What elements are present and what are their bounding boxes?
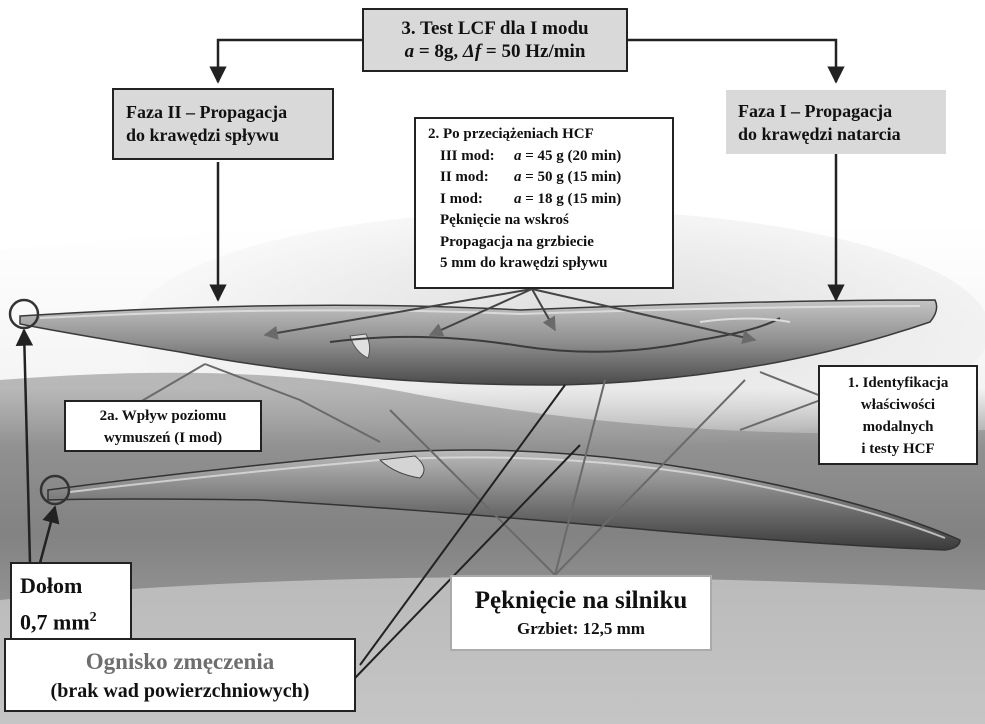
identification-line1: 1. Identyfikacja xyxy=(847,375,949,391)
dolom-area: 0,7 mm2 xyxy=(20,609,97,635)
phase1-line2: do krawędzi natarcia xyxy=(738,124,901,144)
overload-row-2: II mod:a = 50 g (15 min) xyxy=(440,169,622,185)
dolom-arrow-lower xyxy=(38,505,60,564)
dolom-arrow-upper xyxy=(15,328,34,564)
dolom-box: Dołom 0,7 mm2 xyxy=(10,562,132,642)
tip-circle-lower xyxy=(39,474,71,506)
identification-line4: i testy HCF xyxy=(861,441,935,457)
overload-through-crack: Pęknięcie na wskroś xyxy=(440,212,569,228)
influence-line2: wymuszeń (I mod) xyxy=(103,430,223,446)
influence-box: 2a. Wpływ poziomu wymuszeń (I mod) xyxy=(64,400,262,452)
engine-crack-box: Pęknięcie na silniku Grzbiet: 12,5 mm xyxy=(450,575,712,651)
phase2-line1: Faza II – Propagacja xyxy=(126,102,288,122)
fatigue-box: Ognisko zmęczenia (brak wad powierzchnio… xyxy=(4,638,356,712)
overload-title: 2. Po przeciążeniach HCF xyxy=(428,126,594,142)
tip-circle-upper xyxy=(8,298,40,330)
lcf-test-title: 3. Test LCF dla I modu xyxy=(401,18,589,39)
fatigue-connectors xyxy=(354,384,581,679)
engine-crack-subtitle: Grzbiet: 12,5 mm xyxy=(517,619,645,638)
dolom-title: Dołom xyxy=(20,573,83,598)
phase2-box: Faza II – Propagacja do krawędzi spływu xyxy=(112,88,334,160)
phase2-line2: do krawędzi spływu xyxy=(126,125,280,145)
identification-line3: modalnych xyxy=(862,419,934,435)
fatigue-subtitle: (brak wad powierzchniowych) xyxy=(50,680,310,702)
lcf-to-phase1-arrow xyxy=(628,38,845,84)
lcf-to-phase2-arrow xyxy=(209,38,362,84)
overload-row-3: III mod:a = 45 g (20 min) xyxy=(440,147,622,164)
phase1-line1: Faza I – Propagacja xyxy=(738,101,893,121)
influence-line1: 2a. Wpływ poziomu xyxy=(99,408,227,424)
gray-connectors xyxy=(139,363,827,576)
overload-propagation: Propagacja na grzbiecie xyxy=(440,233,594,250)
identification-box: 1. Identyfikacja właściwości modalnych i… xyxy=(818,365,978,465)
overload-row-1: I mod:a = 18 g (15 min) xyxy=(440,190,622,207)
overload-box: 2. Po przeciążeniach HCF III mod:a = 45 … xyxy=(414,117,674,289)
phase1-box: Faza I – Propagacja do krawędzi natarcia xyxy=(726,90,946,154)
engine-crack-title: Pęknięcie na silniku xyxy=(474,587,688,614)
lcf-test-box: 3. Test LCF dla I modu a = 8g, Δf = 50 H… xyxy=(362,8,628,72)
overload-distance: 5 mm do krawędzi spływu xyxy=(440,255,608,271)
lcf-test-params: a = 8g, Δf = 50 Hz/min xyxy=(404,41,586,62)
overload-connectors xyxy=(263,288,757,345)
identification-line2: właściwości xyxy=(860,397,936,413)
fatigue-title: Ognisko zmęczenia xyxy=(85,649,275,674)
